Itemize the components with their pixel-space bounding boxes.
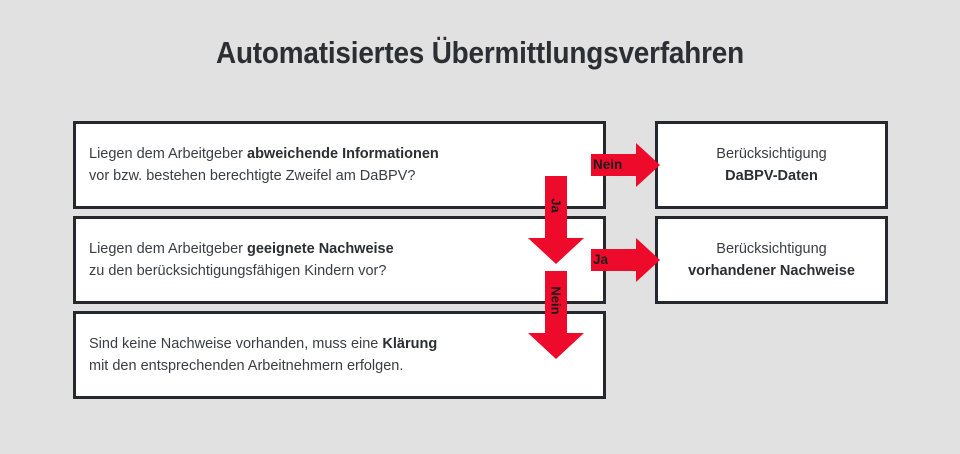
decision-box-3-text: Sind keine Nachweise vorhanden, muss ein… [89, 333, 437, 377]
outcome-box-2-line2: vorhandener Nachweise [688, 263, 855, 279]
page-title: Automatisiertes Übermittlungsverfahren [215, 35, 745, 70]
outcome-box-1-text: Berücksichtigung DaBPV-Daten [658, 143, 885, 187]
decision-box-1-line1-bold: abweichende Informationen [247, 145, 439, 162]
decision-box-2-line1-plain: Liegen dem Arbeitgeber [89, 240, 247, 257]
arrow-shaft [545, 176, 567, 238]
decision-box-1-line2: vor bzw. bestehen berechtigte Zweifel am… [89, 168, 416, 184]
outcome-box-2-line1: Berücksichtigung [716, 240, 827, 257]
arrow-right-nein-icon: Nein [591, 143, 660, 187]
outcome-box-1-line1: Berücksichtigung [716, 145, 827, 162]
arrow-shaft [545, 271, 567, 333]
decision-box-3: Sind keine Nachweise vorhanden, muss ein… [73, 311, 606, 399]
decision-box-2-text: Liegen dem Arbeitgeber geeignete Nachwei… [89, 238, 394, 282]
decision-box-1-line1-plain: Liegen dem Arbeitgeber [89, 145, 247, 162]
decision-box-3-line1-bold: Klärung [382, 335, 438, 352]
decision-box-1: Liegen dem Arbeitgeber abweichende Infor… [73, 121, 606, 209]
arrow-label-ja: Ja [593, 252, 609, 267]
decision-box-2-line2: zu den berücksichtigungsfähigen Kindern … [89, 263, 387, 279]
outcome-box-1: Berücksichtigung DaBPV-Daten [655, 121, 888, 209]
outcome-box-2-text: Berücksichtigung vorhandener Nachweise [658, 238, 885, 282]
arrow-head [636, 143, 660, 187]
decision-box-3-line1-plain: Sind keine Nachweise vorhanden, muss ein… [89, 335, 383, 352]
outcome-box-1-line2: DaBPV-Daten [725, 168, 818, 184]
decision-box-1-text: Liegen dem Arbeitgeber abweichende Infor… [89, 143, 439, 187]
arrow-label-nein: Nein [593, 157, 623, 172]
arrow-head [636, 238, 660, 282]
outcome-box-2: Berücksichtigung vorhandener Nachweise [655, 216, 888, 304]
arrow-head [528, 238, 584, 264]
arrow-right-ja-icon: Ja [591, 238, 660, 282]
arrow-shaft [591, 249, 637, 271]
arrow-shaft [591, 154, 637, 176]
arrow-head [528, 333, 584, 359]
arrow-label-ja: Ja [548, 198, 564, 213]
arrow-label-nein: Nein [548, 286, 564, 315]
decision-box-2-line1-bold: geeignete Nachweise [247, 240, 394, 257]
decision-box-2: Liegen dem Arbeitgeber geeignete Nachwei… [73, 216, 606, 304]
decision-box-3-line2: mit den entsprechenden Arbeitnehmern erf… [89, 358, 404, 374]
